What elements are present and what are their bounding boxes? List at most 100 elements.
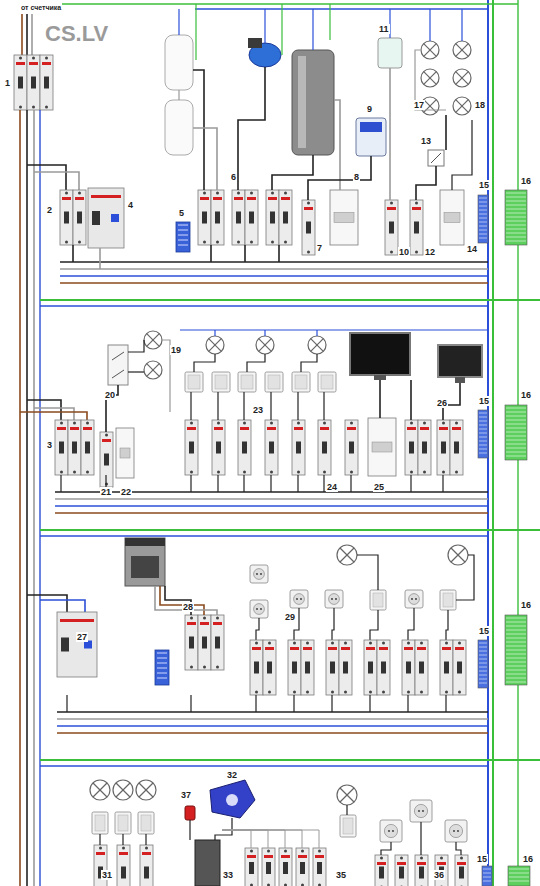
- wire: [278, 245, 280, 262]
- wire: [370, 610, 378, 640]
- breaker-pole: [117, 845, 130, 886]
- lamp-cross: [209, 339, 222, 352]
- breaker-stripe: [420, 427, 429, 430]
- stove-top: [125, 538, 165, 546]
- wire: [40, 529, 540, 531]
- terminal-slot: [509, 873, 529, 874]
- light-switch: [92, 812, 108, 834]
- wire: [128, 340, 144, 352]
- terminal-screw: [217, 471, 220, 474]
- terminal-slot: [506, 646, 526, 647]
- breaker-stripe: [187, 622, 196, 625]
- breaker-pole: [81, 420, 94, 475]
- circuit-breaker: [318, 420, 331, 475]
- circuit-breaker: [440, 640, 466, 695]
- breaker-stripe: [200, 197, 209, 200]
- motor-body: [210, 780, 255, 818]
- boiler-highlight: [298, 56, 306, 148]
- breaker-stripe: [294, 427, 303, 430]
- wire: [416, 166, 436, 200]
- wire: [162, 340, 170, 412]
- callout-number: 6: [230, 172, 237, 182]
- wire: [369, 695, 370, 712]
- terminal-screw: [445, 642, 448, 645]
- switch-key: [373, 593, 383, 607]
- switch-key: [112, 370, 124, 378]
- wire: [99, 834, 100, 845]
- callout-number: 11: [378, 24, 390, 34]
- wire: [20, 412, 87, 420]
- terminal-screw: [423, 471, 426, 474]
- terminal-slot: [506, 658, 526, 659]
- wire: [389, 9, 390, 38]
- breaker-pole: [385, 200, 398, 255]
- terminal-screw: [271, 241, 274, 244]
- terminal-slot: [479, 226, 487, 227]
- wire: [323, 392, 324, 420]
- terminal-screw: [445, 691, 448, 694]
- callout-number: 13: [420, 136, 432, 146]
- breaker-toggle: [64, 212, 69, 224]
- pc-stand: [455, 377, 465, 383]
- circuit-breaker: [60, 190, 86, 245]
- terminal-screw: [369, 642, 372, 645]
- terminal-slot: [506, 416, 526, 417]
- breaker-toggle: [457, 662, 462, 674]
- modular-device: [440, 190, 464, 245]
- breaker-pole: [279, 190, 292, 245]
- lamp-cross: [456, 44, 469, 57]
- bus-screw: [157, 653, 167, 654]
- wire: [247, 354, 265, 372]
- lamp-circle: [144, 361, 162, 379]
- bus-screw: [157, 658, 167, 659]
- switch-key: [241, 375, 253, 389]
- bus-screw: [157, 678, 167, 679]
- breaker-toggle: [368, 662, 373, 674]
- switch-plate: [108, 345, 128, 385]
- socket-pin: [256, 608, 258, 610]
- breaker-pole: [185, 420, 198, 475]
- breaker-pole: [140, 845, 153, 886]
- callout-number: 15: [478, 626, 490, 636]
- terminal-screw: [203, 666, 206, 669]
- wire: [217, 392, 218, 420]
- wire: [420, 822, 421, 855]
- terminal-body: [482, 866, 492, 886]
- terminal-slot: [479, 421, 487, 422]
- wire: [26, 110, 28, 886]
- terminal-screw: [45, 106, 48, 109]
- circuit-breaker: [296, 848, 309, 886]
- pc-monitor: [438, 345, 482, 377]
- wire: [214, 330, 215, 336]
- wire: [178, 9, 179, 35]
- lamp-cross: [147, 334, 160, 347]
- terminal-screw: [270, 422, 273, 425]
- bus-screw: [157, 673, 167, 674]
- breaker-stripe: [412, 207, 421, 210]
- wire: [222, 830, 302, 848]
- breaker-stripe: [119, 852, 128, 855]
- bus-screw: [157, 663, 167, 664]
- terminal-slot: [506, 217, 526, 218]
- pump-motor: [248, 38, 262, 48]
- computer: [438, 345, 482, 383]
- breaker-stripe: [417, 647, 426, 650]
- watermark: CS.LV: [44, 22, 109, 46]
- breaker-toggle: [444, 662, 449, 674]
- lamp-cross: [456, 72, 469, 85]
- lamp-cross: [139, 783, 153, 797]
- light-switch: [238, 372, 256, 392]
- lamp-circle: [421, 69, 439, 87]
- callout-number: 5: [178, 208, 185, 218]
- lamp-cross: [259, 339, 272, 352]
- terminal-screw: [65, 241, 68, 244]
- circuit-breaker: [385, 200, 398, 255]
- wire: [19, 110, 21, 886]
- breaker-stripe: [404, 647, 413, 650]
- lamp-cross: [456, 100, 469, 113]
- terminal-slot: [479, 437, 487, 438]
- breaker-toggle: [216, 442, 221, 454]
- breaker-pole: [265, 420, 278, 475]
- wire: [357, 555, 378, 590]
